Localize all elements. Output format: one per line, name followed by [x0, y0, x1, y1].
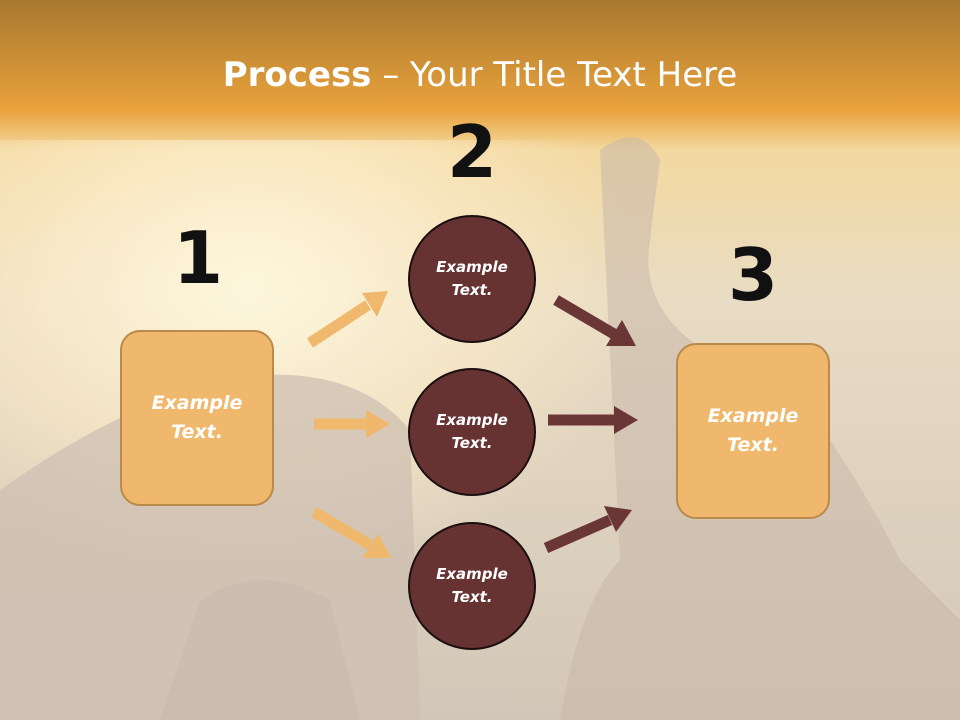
title-bold: Process — [222, 55, 372, 95]
arrow-top-to-box3 — [553, 295, 636, 346]
arrow-bottom-to-box3 — [543, 506, 632, 554]
step-3-label: Example Text. — [707, 405, 799, 456]
step-2-circle-top: Example Text. — [408, 215, 536, 343]
circle-middle-label: Example Text. — [436, 411, 508, 452]
step-number-1: 1 — [172, 216, 224, 300]
step-2-circle-middle: Example Text. — [408, 368, 536, 496]
step-3-box: Example Text. — [676, 343, 830, 519]
step-number-2: 2 — [446, 110, 498, 194]
arrow-middle-to-box3 — [548, 406, 638, 434]
step-1-box: Example Text. — [120, 330, 274, 506]
circle-bottom-label: Example Text. — [436, 565, 508, 606]
arrow-box1-to-middle — [314, 410, 390, 438]
step-1-label: Example Text. — [151, 392, 243, 443]
slide-title: Process – Your Title Text Here — [0, 52, 960, 98]
arrow-box1-to-top — [306, 291, 388, 348]
step-number-3: 3 — [727, 233, 779, 317]
circle-top-label: Example Text. — [436, 258, 508, 299]
step-2-circle-bottom: Example Text. — [408, 522, 536, 650]
arrow-box1-to-bottom — [311, 507, 392, 558]
title-rest: – Your Title Text Here — [371, 55, 738, 95]
